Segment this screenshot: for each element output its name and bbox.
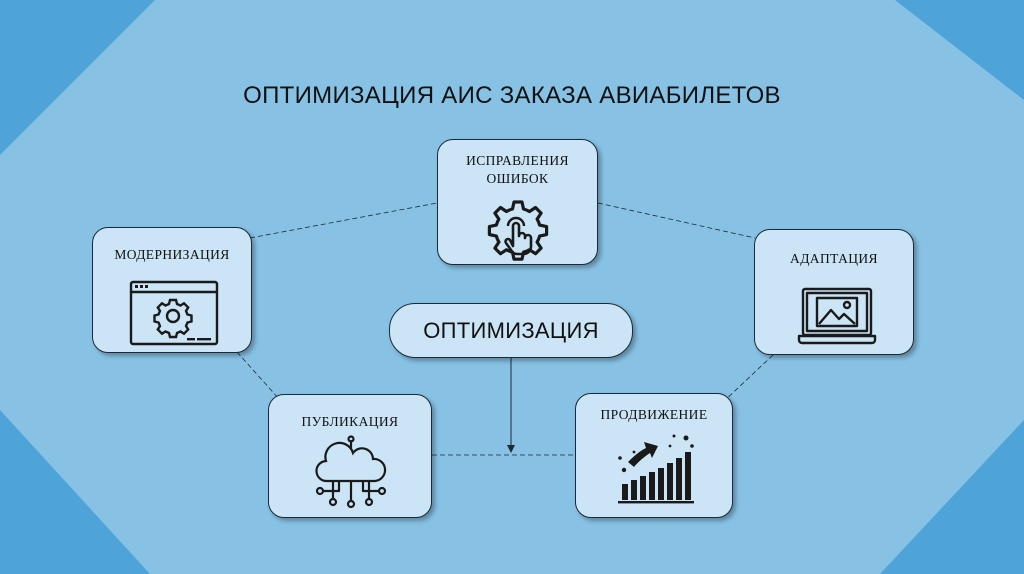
connector-modern-fix xyxy=(249,202,438,239)
cloud-network-icon xyxy=(315,435,387,509)
node-fix-errors: ИСПРАВЛЕНИЯ ОШИБОК xyxy=(437,139,598,265)
center-arrow-head xyxy=(507,445,515,453)
browser-gear-icon xyxy=(129,280,219,346)
node-promotion: ПРОДВИЖЕНИЕ xyxy=(575,393,733,518)
node-publication: ПУБЛИКАЦИЯ xyxy=(268,394,432,518)
node-publication-label: ПУБЛИКАЦИЯ xyxy=(301,414,399,429)
growth-chart-icon xyxy=(618,434,694,504)
node-adaptation-label: АДАПТАЦИЯ xyxy=(790,251,878,266)
corner-triangle-top-right xyxy=(895,0,1024,100)
node-promotion-label: ПРОДВИЖЕНИЕ xyxy=(600,407,708,422)
node-adaptation: АДАПТАЦИЯ xyxy=(754,229,914,355)
slide-title: ОПТИМИЗАЦИЯ АИС ЗАКАЗА АВИАБИЛЕТОВ xyxy=(243,82,781,109)
laptop-image-icon xyxy=(797,287,877,345)
node-fix-errors-label: ИСПРАВЛЕНИЯ ОШИБОК xyxy=(466,153,569,186)
connector-modern-publish xyxy=(236,351,281,401)
gear-touch-icon xyxy=(487,200,549,261)
node-modernization-label: МОДЕРНИЗАЦИЯ xyxy=(114,247,230,262)
center-node-optimization: ОПТИМИЗАЦИЯ xyxy=(389,303,633,358)
corner-triangle-top-left xyxy=(0,0,155,155)
connector-adapt-promo xyxy=(721,354,774,404)
node-modernization: МОДЕРНИЗАЦИЯ xyxy=(92,227,252,353)
corner-triangle-bottom-left xyxy=(0,410,150,574)
connector-fix-adapt xyxy=(597,202,756,239)
corner-triangle-bottom-right xyxy=(880,420,1024,574)
